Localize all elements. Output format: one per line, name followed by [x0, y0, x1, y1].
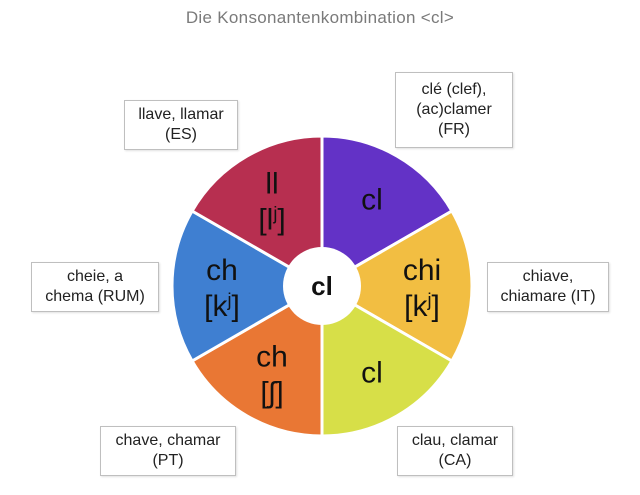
center-label: cl [311, 271, 333, 301]
segment-fr-label: cl [361, 183, 383, 216]
callout-pt-line1: chave, chamar [115, 432, 221, 449]
callout-rum: cheie, a chema (RUM) [31, 262, 159, 312]
segment-es-label: ll [265, 167, 278, 200]
segment-ca [320, 283, 454, 438]
callout-rum-line1: cheie, a [66, 268, 124, 285]
callout-es: llave, llamar (ES) [124, 100, 238, 150]
diagram-title: Die Konsonantenkombination <cl> [185, 8, 455, 27]
segment-pt-label: ch [256, 341, 288, 374]
callout-fr-line2: (ac)clamer [416, 101, 492, 118]
segment-rum [170, 208, 326, 364]
segment-it-label: chi [403, 254, 441, 287]
segment-rum-label: ch [206, 254, 238, 287]
callout-ca-line1: clau, clamar [411, 432, 499, 449]
segment-it-ipa: [kj] [404, 290, 440, 323]
callout-ca: clau, clamar (CA) [397, 426, 513, 476]
callout-it-line1: chiave, [522, 268, 574, 285]
segment-it [318, 208, 474, 364]
callout-es-line2: (ES) [165, 126, 197, 143]
callout-fr-line3: (FR) [438, 121, 470, 138]
segment-es-ipa: [lj] [258, 203, 285, 236]
callout-es-line1: llave, llamar [138, 106, 224, 123]
segment-fr [320, 134, 454, 289]
callout-fr: clé (clef), (ac)clamer (FR) [395, 72, 513, 148]
callout-fr-line1: clé (clef), [421, 81, 487, 98]
callout-ca-line2: (CA) [438, 452, 472, 469]
segment-pt-ipa: [ʃ] [260, 377, 283, 410]
callout-rum-line2: chema (RUM) [45, 288, 145, 305]
segment-pt [190, 283, 324, 438]
segment-es [190, 134, 324, 289]
callout-pt: chave, chamar (PT) [100, 426, 236, 476]
callout-it: chiave, chiamare (IT) [487, 262, 609, 312]
callout-pt-line2: (PT) [152, 452, 184, 469]
callout-it-line2: chiamare (IT) [500, 288, 596, 305]
center-circle [283, 247, 361, 325]
segment-ca-label: cl [361, 357, 383, 390]
segment-rum-ipa: [kj] [204, 290, 240, 323]
